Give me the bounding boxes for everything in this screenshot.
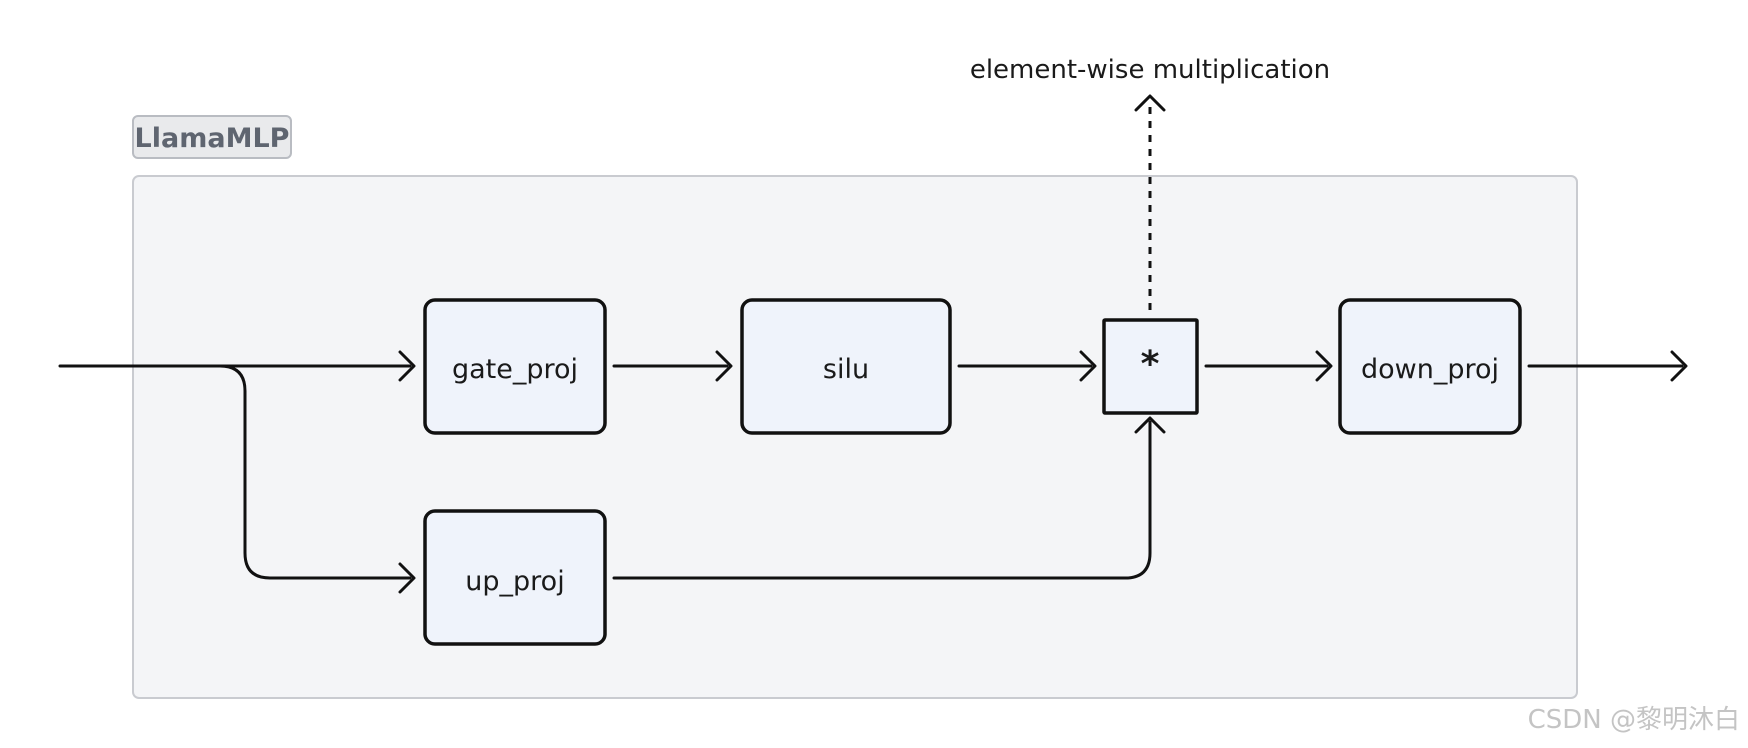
group-tag-box: [132, 115, 292, 159]
up-proj-box: [423, 509, 607, 646]
edge-multiply-to-down-proj: [1204, 350, 1333, 382]
node-silu: silu: [740, 298, 952, 435]
arrowhead-down-proj: [1315, 350, 1333, 382]
multiply-label: *: [1141, 344, 1160, 385]
llamamlp-group-frame: [132, 175, 1578, 699]
multiply-box: [1102, 318, 1199, 415]
node-down-proj: down_proj: [1338, 298, 1522, 435]
group-tag-label: LlamaMLP: [135, 123, 290, 154]
arrowhead-up-proj: [398, 562, 416, 594]
element-wise-multiplication-note: element-wise multiplication: [970, 55, 1330, 85]
csdn-watermark: CSDN @黎明沐白: [1528, 705, 1740, 735]
arrowhead-output: [1670, 350, 1688, 382]
arrowhead-silu: [715, 350, 733, 382]
node-up-proj: up_proj: [423, 509, 607, 646]
edge-input-to-up-proj: [218, 364, 416, 594]
annotation-arrow: [1134, 94, 1166, 310]
edge-output: [1527, 350, 1688, 382]
arrowhead-multiply-left: [1079, 350, 1097, 382]
edge-input-to-gate-proj: [58, 350, 416, 382]
silu-box: [740, 298, 952, 435]
gate-proj-box: [423, 298, 607, 435]
annotation-arrowhead: [1134, 94, 1166, 112]
node-multiply: *: [1102, 318, 1199, 415]
edge-up-proj-to-multiply: [612, 416, 1166, 580]
up-proj-label: up_proj: [465, 566, 564, 597]
down-proj-box: [1338, 298, 1522, 435]
down-proj-label: down_proj: [1361, 354, 1499, 385]
silu-label: silu: [823, 354, 869, 385]
arrowhead-multiply-bottom: [1134, 416, 1166, 434]
edge-gate-proj-to-silu: [612, 350, 733, 382]
llamamlp-group-tag: LlamaMLP: [132, 115, 292, 159]
gate-proj-label: gate_proj: [452, 354, 578, 385]
node-gate-proj: gate_proj: [423, 298, 607, 435]
edge-silu-to-multiply: [957, 350, 1097, 382]
arrowhead-gate-proj: [398, 350, 416, 382]
